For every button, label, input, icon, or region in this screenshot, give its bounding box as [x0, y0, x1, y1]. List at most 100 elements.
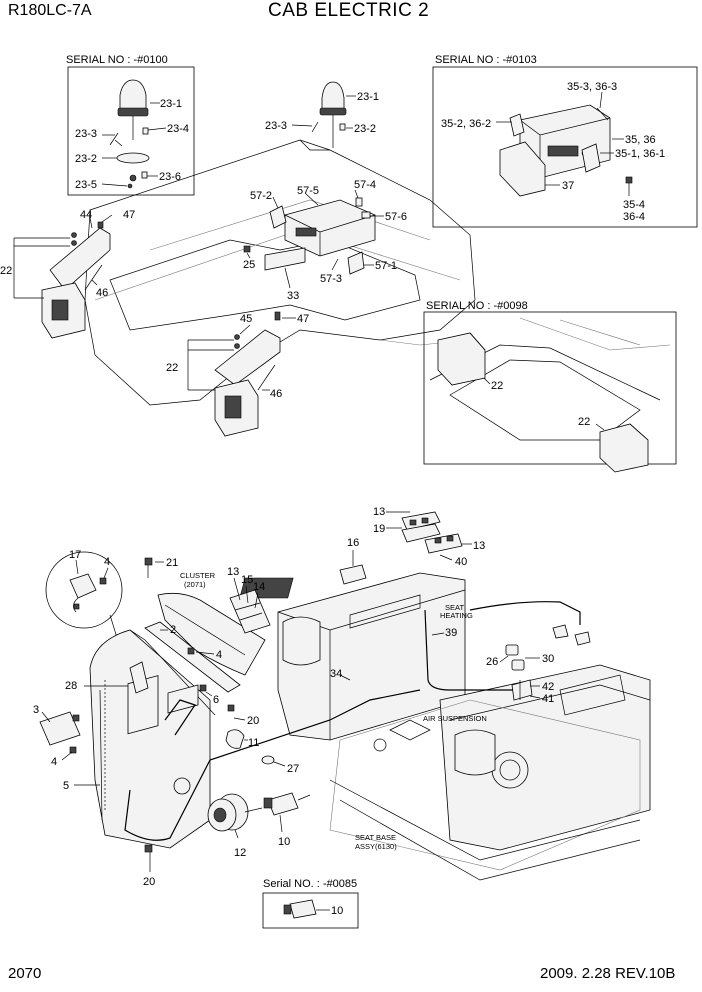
beacon-lamp-23-1-inset [109, 79, 150, 189]
console-box-34 [239, 572, 651, 851]
note-seat-heating-1: SEAT [445, 603, 464, 612]
harness-main [124, 689, 421, 841]
callout-13: 13 [373, 506, 385, 518]
callout-44: 44 [80, 209, 92, 221]
seat-base-frame [329, 699, 641, 881]
callout-26: 26 [486, 656, 498, 668]
callout-11: 11 [248, 737, 259, 749]
callout-4-b: 4 [216, 649, 222, 661]
callout-57-3: 57-3 [320, 273, 342, 285]
bracket-3 [39, 711, 81, 754]
hour-meter-12 [207, 793, 263, 832]
harness-39 [424, 609, 520, 691]
switch-13-19-40 [401, 511, 463, 554]
inset-label-0085: Serial NO. : -#0085 [263, 878, 357, 890]
inset-label-0103: SERIAL NO : -#0103 [435, 54, 537, 66]
radio-57-roof [243, 197, 376, 275]
callout-40: 40 [455, 556, 467, 568]
callout-12: 12 [234, 847, 246, 859]
callout-57-4: 57-4 [354, 179, 376, 191]
callout-5: 5 [63, 780, 69, 792]
callout-19: 19 [373, 523, 385, 535]
callout-22: 22 [0, 265, 12, 277]
switch-16: 16 [339, 537, 367, 585]
callout-57-2: 57-2 [250, 190, 272, 202]
callout-39: 39 [445, 627, 457, 639]
callout-57-1: 57-1 [375, 260, 397, 272]
callout-42: 42 [542, 681, 554, 693]
callout-23-6: 23-6 [159, 171, 181, 183]
bolt-21: 21 [144, 557, 178, 578]
callout-6: 6 [213, 694, 219, 706]
callout-22-inset-a: 22 [491, 380, 503, 392]
callout-23-2: 23-2 [75, 153, 97, 165]
callout-4: 4 [104, 556, 110, 568]
callout-17: 17 [69, 549, 81, 561]
callout-23-3-roof: 23-3 [265, 120, 287, 132]
inset-box-0085 [262, 892, 359, 929]
work-lamp-22-inset [437, 332, 649, 473]
callout-22-rear: 22 [166, 362, 178, 374]
callout-20-b: 20 [143, 876, 155, 888]
callout-46-rear: 46 [270, 388, 282, 400]
small-hardware [144, 621, 275, 853]
callout-23-1: 23-1 [160, 98, 182, 110]
sensor-17 [69, 573, 107, 613]
note-seat-base-1: SEAT BASE [355, 833, 396, 842]
callout-47-rear: 47 [297, 313, 309, 325]
inset-label-0098: SERIAL NO : -#0098 [426, 300, 528, 312]
harness-39-branch [469, 601, 581, 625]
cab-roof-outline [84, 139, 476, 406]
callout-36-4: 36-4 [623, 211, 645, 223]
callout-46: 46 [96, 287, 108, 299]
note-seat-base-2: ASSY(6130) [355, 842, 397, 851]
page-number: 2070 [8, 965, 42, 982]
model-number: R180LC-7A [8, 2, 92, 19]
cigar-lighter-10 [263, 792, 311, 816]
callout-13-b: 13 [473, 540, 485, 552]
inset-box-0100 [67, 66, 195, 196]
cigar-lighter-10-inset: 10 [283, 899, 343, 919]
note-cluster: CLUSTER [180, 571, 216, 580]
inset-box-0098 [423, 311, 677, 465]
callout-37: 37 [562, 180, 574, 192]
callout-27: 27 [287, 763, 299, 775]
callout-10: 10 [278, 836, 290, 848]
note-air-suspension: AIR SUSPENSION [423, 714, 487, 723]
callout-47: 47 [123, 209, 135, 221]
callout-23-5: 23-5 [75, 179, 97, 191]
callout-57-6: 57-6 [385, 211, 407, 223]
callout-35-36: 35, 36 [625, 134, 656, 146]
callout-28: 28 [65, 680, 77, 692]
callout-23-2-roof: 23-2 [354, 123, 376, 135]
callout-2: 2 [170, 624, 176, 636]
callout-21: 21 [166, 557, 178, 569]
revision-date: 2009. 2.28 REV.10B [540, 965, 676, 982]
callout-14: 14 [253, 581, 265, 593]
callout-20: 20 [247, 715, 259, 727]
work-lamp-22-front [41, 221, 111, 339]
page-title: CAB ELECTRIC 2 [268, 0, 430, 21]
callout-35-2: 35-2, 36-2 [441, 118, 491, 130]
callout-41: 41 [542, 693, 554, 705]
callout-25: 25 [243, 259, 255, 271]
note-seat-heating-2: HEATING [440, 611, 473, 620]
inset-circle-17 [45, 551, 123, 629]
sensor-28 [129, 661, 149, 694]
callout-13-c: 13 [227, 566, 239, 578]
inset-0098-roof [429, 317, 671, 441]
beacon-lamp-23-1-roof [311, 81, 347, 148]
callout-45: 45 [240, 313, 252, 325]
callout-30: 30 [542, 653, 554, 665]
callout-35-3: 35-3, 36-3 [567, 81, 617, 93]
callout-34: 34 [330, 668, 342, 680]
callout-22-inset-b: 22 [578, 416, 590, 428]
callout-16: 16 [347, 537, 359, 549]
callout-3: 3 [33, 704, 39, 716]
harness-panel [164, 699, 196, 736]
callout-57-5: 57-5 [297, 185, 319, 197]
work-lamp-22-rear [214, 311, 281, 437]
callout-15: 15 [241, 574, 253, 586]
